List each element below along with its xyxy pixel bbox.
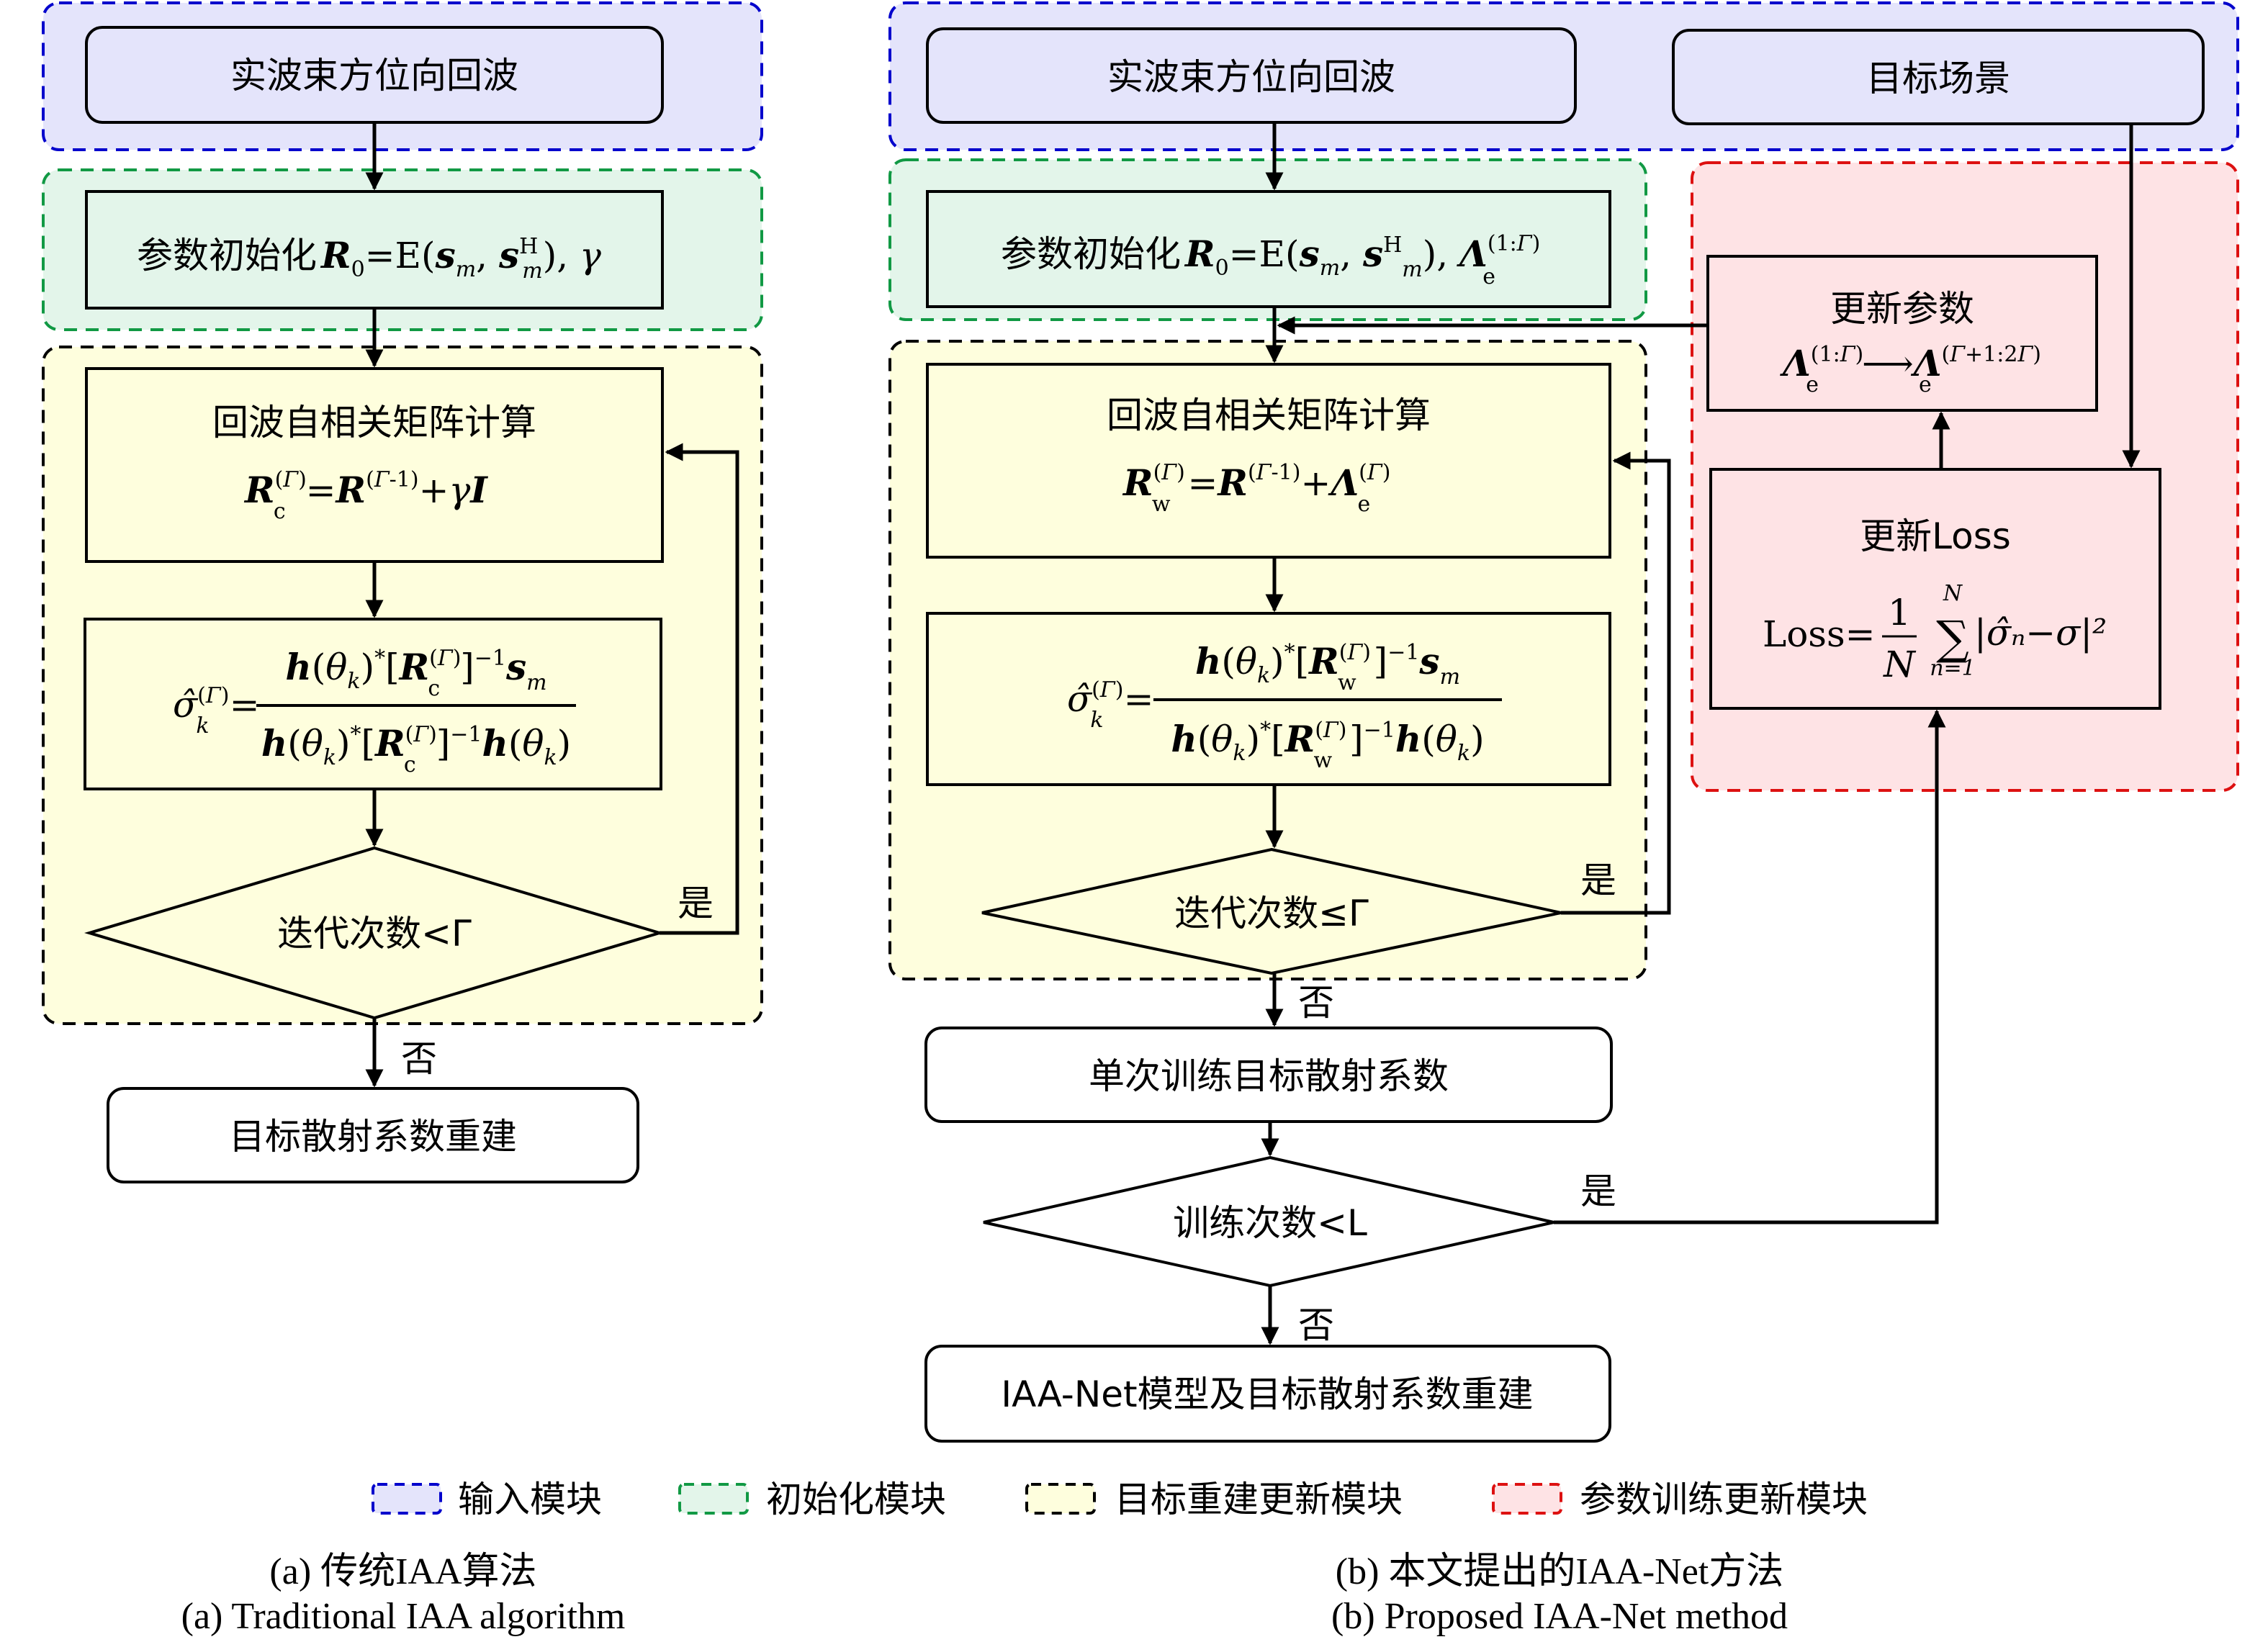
sigma-node-a-lhs: σ̂(Γ)k=: [173, 683, 260, 739]
yes-label-b-train: 是: [1580, 1170, 1616, 1212]
sigma-node-b-denominator: h(θk)*[R(Γ)w]−1h(θk): [1171, 718, 1484, 773]
captions: (a) 传统IAA算法 (a) Traditional IAA algorith…: [181, 1551, 1788, 1637]
arrow-train-yes-b: [1554, 709, 1946, 1224]
sigma-node-b-numerator: h(θk)*[R(Γ)w]−1sm: [1195, 640, 1460, 695]
legend-swatch-init: [678, 1483, 749, 1515]
legend: 输入模块 初始化模块 目标重建更新模块 参数训练更新模块: [372, 1479, 1868, 1520]
scene-node-b-label: 目标场景: [1866, 58, 2010, 99]
legend-label-update: 目标重建更新模块: [1115, 1479, 1403, 1520]
legend-label-train: 参数训练更新模块: [1580, 1479, 1868, 1520]
init-node-a[interactable]: [85, 190, 664, 310]
caption-b-en: (b) Proposed IAA-Net method: [1331, 1596, 1788, 1637]
sum-bottom: n=1: [1930, 656, 1976, 681]
loss-frac-num: 1: [1888, 592, 1911, 633]
legend-label-init: 初始化模块: [766, 1479, 946, 1520]
caption-a-en: (a) Traditional IAA algorithm: [181, 1596, 626, 1637]
update-loss-label: 更新Loss: [1860, 515, 2011, 557]
update-loss-node[interactable]: [1709, 468, 2161, 710]
decision-iter-label: 迭代次数≤Γ: [1174, 893, 1369, 934]
autocorr-node-a-label: 回波自相关矩阵计算: [212, 402, 536, 443]
output-node-b-label: IAA-Net模型及目标散射系数重建: [1001, 1373, 1533, 1415]
scene-node-b[interactable]: [1672, 29, 2205, 125]
no-label-b-iter: 否: [1298, 982, 1334, 1024]
output-node-a-label: 目标散射系数重建: [229, 1116, 517, 1158]
autocorr-node-b[interactable]: [926, 363, 1611, 559]
update-params-label: 更新参数: [1830, 288, 1974, 330]
decision-iter-node-b[interactable]: [981, 847, 1562, 975]
legend-swatch-update: [1025, 1483, 1096, 1515]
arrow-loop-yes-a: [660, 443, 739, 935]
init-node-b[interactable]: [926, 190, 1611, 308]
legend-label-input: 输入模块: [458, 1479, 602, 1520]
input-node-a-label: 实波束方位向回波: [230, 55, 518, 96]
caption-a-cn: (a) 传统IAA算法: [269, 1551, 536, 1592]
no-label-a: 否: [401, 1038, 437, 1080]
sigma-node-a-numerator: h(θk)*[R(Γ)c]−1sm: [285, 646, 546, 701]
autocorr-node-a-formula: R(Γ)c=R(Γ-1)+γI: [243, 467, 488, 524]
legend-swatch-train: [1492, 1483, 1562, 1515]
no-label-b-train: 否: [1298, 1304, 1334, 1346]
decision-train-label: 训练次数<L: [1173, 1202, 1367, 1244]
autocorr-node-b-formula: R(Γ)w=R(Γ-1)+Λ(Γ)e: [1122, 460, 1390, 517]
sum-symbol: ∑: [1936, 612, 1969, 665]
sigma-node-a-denominator: h(θk)*[R(Γ)c]−1h(θk): [261, 722, 571, 777]
loss-frac-den: N: [1883, 644, 1917, 685]
sigma-node-b-lhs: σ̂(Γ)k=: [1067, 677, 1154, 733]
output-node-a[interactable]: [107, 1087, 639, 1183]
input-node-b[interactable]: [926, 27, 1577, 124]
sum-top: N: [1943, 581, 1963, 606]
autocorr-node-a[interactable]: [85, 367, 664, 563]
output-node-b[interactable]: [924, 1345, 1611, 1443]
legend-swatch-input: [372, 1483, 442, 1515]
update-params-node[interactable]: [1706, 255, 2098, 412]
yes-label-a: 是: [678, 883, 714, 924]
caption-b-cn: (b) 本文提出的IAA-Net方法: [1336, 1551, 1783, 1592]
input-node-b-label: 实波束方位向回波: [1107, 56, 1395, 98]
decision-node-a-label: 迭代次数<Γ: [277, 913, 472, 955]
yes-label-b-iter: 是: [1580, 860, 1616, 901]
autocorr-node-b-label: 回波自相关矩阵计算: [1107, 394, 1431, 436]
update-params-formula: Λ(1:Γ)e⟶Λ(Γ+1:2Γ)e: [1780, 342, 2041, 397]
sum-body: |σ̂ₙ−σ|²: [1974, 612, 2107, 654]
loss-lhs: Loss=: [1763, 613, 1876, 655]
single-train-node-label: 单次训练目标散射系数: [1089, 1055, 1449, 1097]
arrow-loop-yes-b: [1561, 451, 1671, 915]
